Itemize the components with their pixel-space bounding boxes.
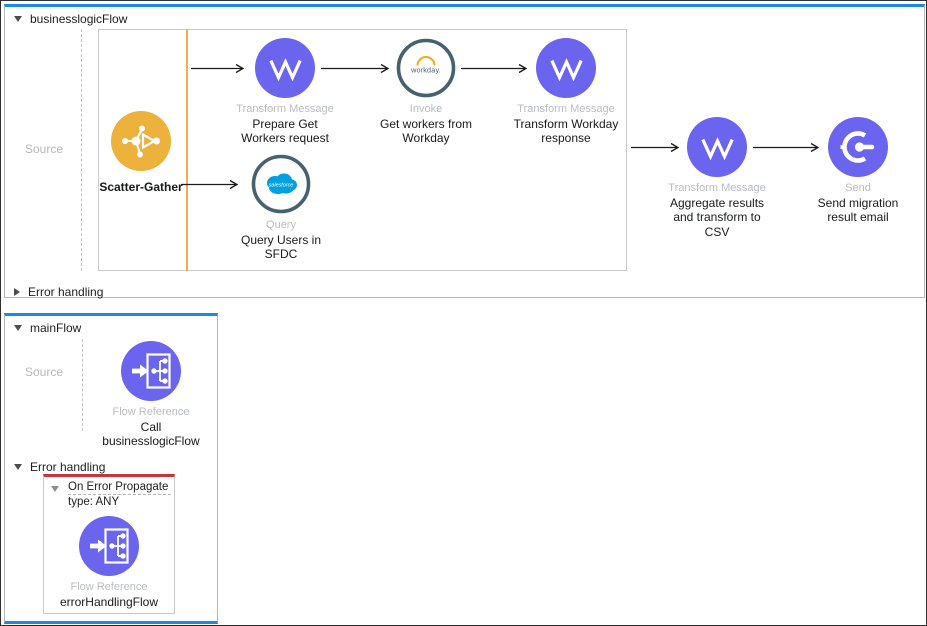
scatter-gather-route-bar bbox=[186, 29, 188, 271]
collapse-toggle-icon[interactable] bbox=[14, 325, 22, 331]
step-type-label: Transform Message bbox=[517, 103, 615, 115]
collapse-toggle-icon[interactable] bbox=[14, 464, 22, 470]
step-flow-reference-error[interactable]: Flow Reference errorHandlingFlow bbox=[44, 516, 174, 609]
error-handling-label: Error handling bbox=[30, 460, 106, 474]
source-label: Source bbox=[25, 365, 64, 379]
step-description: Send migration result email bbox=[817, 196, 899, 225]
step-description: errorHandlingFlow bbox=[59, 595, 159, 609]
error-scope-type: type: ANY bbox=[68, 496, 120, 508]
step-description: Get workers from Workday bbox=[379, 117, 472, 146]
step-type-label: Transform Message bbox=[668, 182, 766, 194]
step-type-label: Send bbox=[845, 182, 871, 194]
error-handling-section[interactable]: Error handling bbox=[14, 460, 105, 474]
step-description: Transform Workday response bbox=[513, 117, 619, 146]
step-transform-response[interactable]: Transform Message Transform Workday resp… bbox=[501, 38, 631, 146]
step-flow-reference-main[interactable]: Flow Reference Call businesslogicFlow bbox=[76, 341, 226, 449]
flow-title: businesslogicFlow bbox=[30, 12, 128, 26]
step-query-sfdc[interactable]: Query Query Users in SFDC bbox=[216, 154, 346, 262]
workday-connector-icon bbox=[396, 38, 456, 98]
transform-message-icon bbox=[255, 38, 315, 98]
flow-arrow bbox=[321, 63, 390, 74]
expand-toggle-icon[interactable] bbox=[14, 288, 20, 296]
step-type-label: Query bbox=[266, 219, 296, 231]
flow-arrow bbox=[753, 142, 820, 153]
on-error-propagate-header[interactable]: On Error Propagate type: ANY bbox=[44, 477, 174, 508]
step-description: Query Users in SFDC bbox=[240, 233, 322, 262]
flow-arrow bbox=[631, 142, 680, 153]
collapse-toggle-icon[interactable] bbox=[51, 486, 59, 492]
step-description: Aggregate results and transform to CSV bbox=[669, 196, 765, 239]
error-scope-title: On Error Propagate bbox=[68, 481, 171, 495]
flow-arrow bbox=[181, 179, 239, 190]
scatter-gather-routes-box bbox=[98, 29, 627, 271]
error-handling-section[interactable]: Error handling bbox=[14, 285, 103, 299]
step-description: Prepare Get Workers request bbox=[241, 117, 329, 146]
step-type-label: Invoke bbox=[409, 103, 443, 115]
salesforce-connector-icon bbox=[251, 154, 311, 214]
flow-businesslogicflow-header[interactable]: businesslogicFlow bbox=[14, 12, 127, 26]
step-transform-prepare[interactable]: Transform Message Prepare Get Workers re… bbox=[220, 38, 350, 146]
step-label: Scatter-Gather bbox=[99, 180, 183, 194]
scatter-gather-icon bbox=[111, 111, 171, 171]
flow-reference-icon bbox=[121, 341, 181, 401]
flow-mainflow-header[interactable]: mainFlow bbox=[14, 321, 81, 335]
step-scatter-gather[interactable]: Scatter-Gather bbox=[71, 111, 211, 194]
step-type-label: Transform Message bbox=[236, 103, 334, 115]
source-divider bbox=[81, 29, 82, 271]
email-send-icon bbox=[828, 117, 888, 177]
step-type-label: Flow Reference bbox=[70, 581, 148, 593]
transform-message-icon bbox=[687, 117, 747, 177]
transform-message-icon bbox=[536, 38, 596, 98]
step-description: Call businesslogicFlow bbox=[102, 420, 200, 449]
source-divider bbox=[82, 339, 83, 431]
step-invoke-workday[interactable]: Invoke Get workers from Workday bbox=[361, 38, 491, 146]
step-transform-aggregate[interactable]: Transform Message Aggregate results and … bbox=[652, 117, 782, 239]
error-handling-label: Error handling bbox=[28, 285, 104, 299]
flow-arrow bbox=[191, 63, 245, 74]
flow-arrow bbox=[461, 63, 528, 74]
collapse-toggle-icon[interactable] bbox=[14, 16, 22, 22]
flow-title: mainFlow bbox=[30, 321, 82, 335]
flow-reference-icon bbox=[79, 516, 139, 576]
step-type-label: Flow Reference bbox=[112, 406, 190, 418]
step-send-email[interactable]: Send Send migration result email bbox=[793, 117, 923, 225]
source-label: Source bbox=[25, 142, 64, 156]
